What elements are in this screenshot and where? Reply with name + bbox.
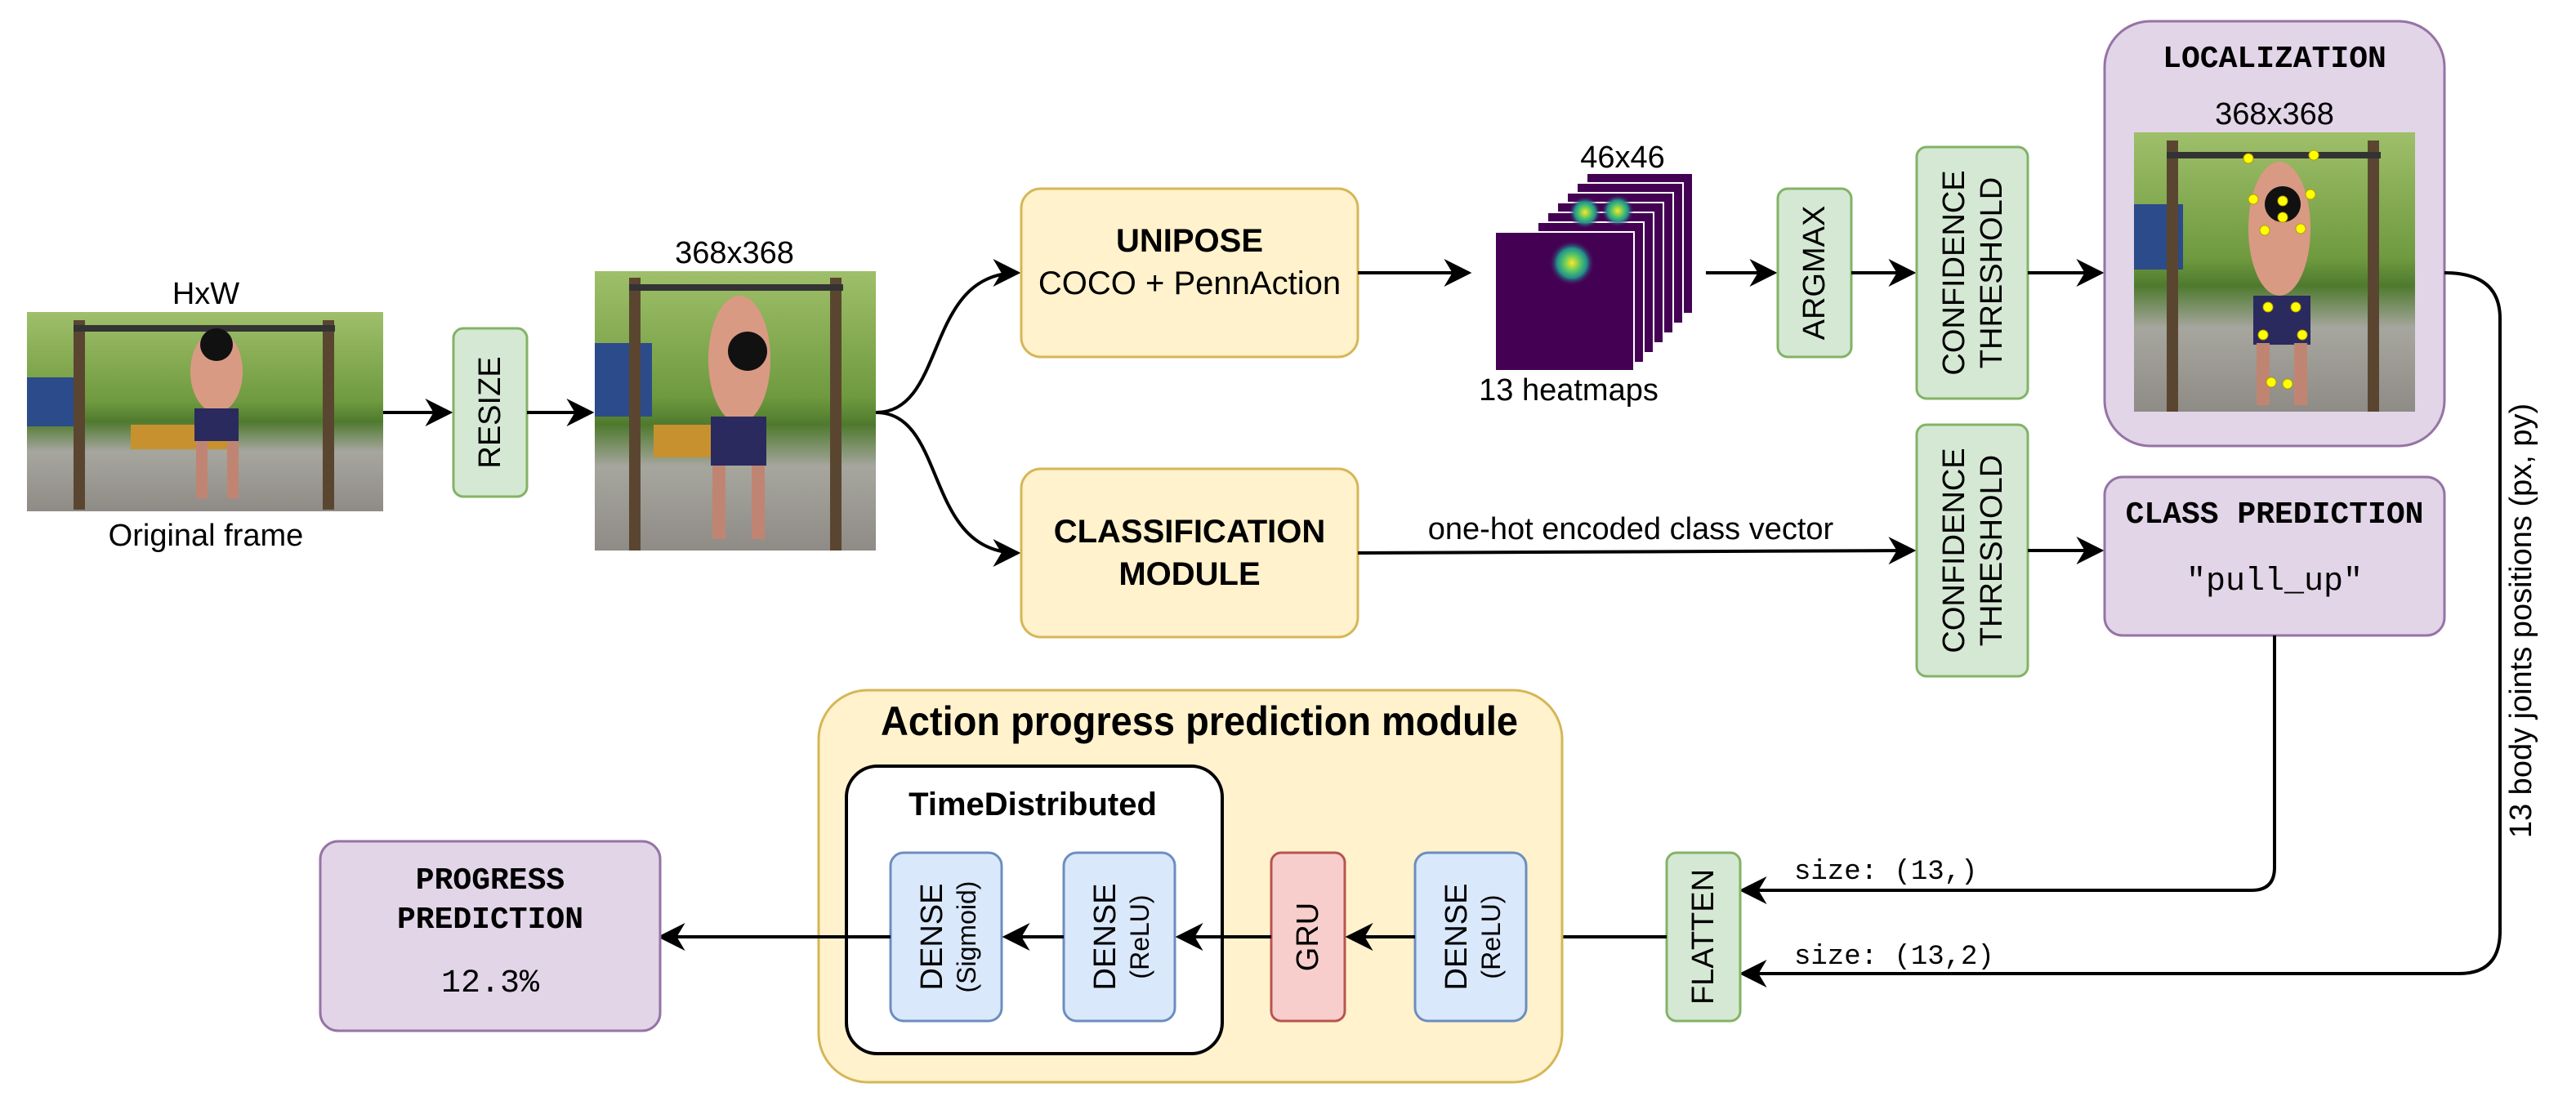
resize-label: RESIZE — [473, 356, 507, 468]
class-prediction-title: CLASS PREDICTION — [2126, 497, 2424, 533]
input-size-label: HxW — [172, 277, 239, 311]
flatten-label: FLATTEN — [1686, 869, 1721, 1005]
dense-sigmoid-layer: DENSE (Sigmoid) — [889, 851, 1003, 1023]
resized-size-label: 368x368 — [675, 236, 794, 270]
progress-prediction-value: 12.3% — [441, 965, 540, 1002]
localization-title: LOCALIZATION — [2163, 42, 2386, 77]
flatten-block: FLATTEN — [1665, 851, 1742, 1023]
flatten-size-joints: size: (13,2) — [1794, 942, 1994, 973]
time-distributed-label: TimeDistributed — [909, 787, 1157, 822]
dense-relu-inner-layer: DENSE (ReLU) — [1062, 851, 1176, 1023]
heatmaps-caption: 13 heatmaps — [1479, 373, 1659, 408]
argmax-block: ARGMAX — [1776, 187, 1853, 359]
action-progress-module: Action progress prediction module TimeDi… — [817, 689, 1564, 1084]
progress-prediction-block: PROGRESS PREDICTION 12.3% — [319, 840, 662, 1032]
threshold-top-line2: THRESHOLD — [1975, 177, 2009, 368]
heatmaps-stack: 46x46 13 heatmaps — [1479, 140, 1694, 408]
input-frame: HxW Original frame — [27, 277, 383, 553]
classification-line2: MODULE — [1118, 556, 1260, 592]
unipose-title: UNIPOSE — [1116, 223, 1263, 259]
input-caption: Original frame — [109, 519, 304, 553]
joints-edge-label: 13 body joints positions (px, py) — [2504, 403, 2538, 838]
dense-relu-outer-activation: (ReLU) — [1476, 894, 1506, 978]
original-frame-image — [27, 312, 383, 511]
localization-block: LOCALIZATION 368x368 — [2103, 20, 2446, 448]
class-prediction-value: "pull_up" — [2186, 564, 2363, 600]
dense-relu-inner-activation: (ReLU) — [1125, 894, 1154, 978]
gru-layer: GRU — [1270, 851, 1346, 1023]
localization-image — [2134, 132, 2415, 412]
progress-prediction-line1: PROGRESS — [416, 863, 565, 898]
classification-module: CLASSIFICATION MODULE — [1020, 467, 1359, 639]
threshold-bottom-line2: THRESHOLD — [1975, 455, 2009, 646]
resize-block: RESIZE — [452, 327, 529, 498]
unipose-block: UNIPOSE COCO + PennAction — [1020, 187, 1359, 359]
heatmaps-size-label: 46x46 — [1580, 140, 1665, 175]
localization-size-label: 368x368 — [2215, 97, 2334, 132]
gru-name: GRU — [1291, 903, 1325, 971]
argmax-label: ARGMAX — [1797, 206, 1832, 341]
threshold-bottom-line1: CONFIDENCE — [1937, 448, 1971, 653]
progress-module-title: Action progress prediction module — [881, 698, 1518, 744]
unipose-subtitle: COCO + PennAction — [1038, 265, 1341, 301]
confidence-threshold-top: CONFIDENCE THRESHOLD — [1915, 145, 2029, 400]
one-hot-edge-label: one-hot encoded class vector — [1428, 512, 1834, 546]
flatten-size-class: size: (13,) — [1794, 857, 1977, 888]
resized-frame: 368x368 — [595, 236, 876, 551]
dense-relu-outer-layer: DENSE (ReLU) — [1413, 851, 1528, 1023]
dense-relu-inner-name: DENSE — [1088, 884, 1123, 991]
keypoint-markers — [2243, 149, 2319, 390]
classification-line1: CLASSIFICATION — [1054, 514, 1326, 550]
dense-relu-outer-name: DENSE — [1440, 884, 1474, 991]
dense-sigmoid-activation: (Sigmoid) — [952, 881, 981, 993]
threshold-top-line1: CONFIDENCE — [1937, 170, 1971, 375]
confidence-threshold-bottom: CONFIDENCE THRESHOLD — [1915, 423, 2029, 678]
dense-sigmoid-name: DENSE — [915, 884, 949, 991]
progress-prediction-line2: PREDICTION — [397, 903, 583, 938]
resized-frame-image — [595, 271, 876, 551]
class-prediction-block: CLASS PREDICTION "pull_up" — [2103, 475, 2446, 637]
